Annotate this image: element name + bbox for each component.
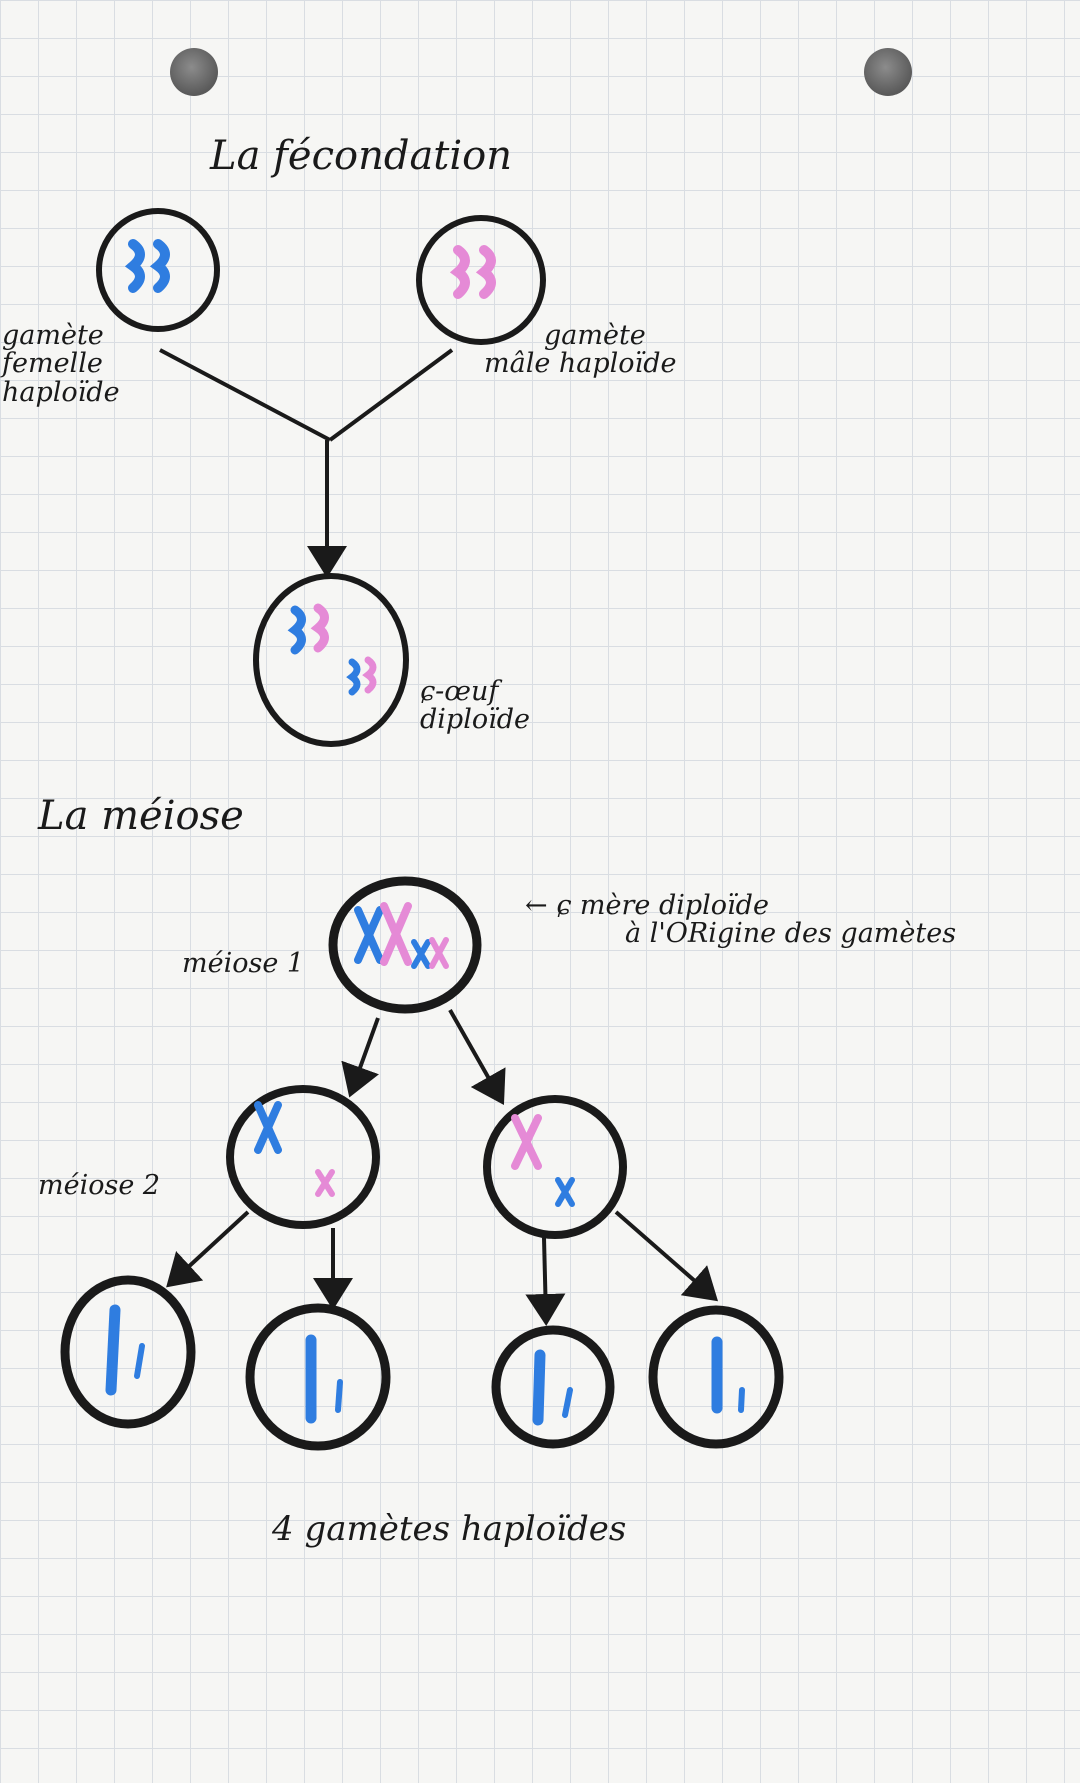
female-gamete-label: gamète femelle haploïde: [2, 320, 120, 408]
zygote-label: ɕ-œuf diploïde: [420, 676, 530, 736]
mother-cell-label: ← ɕ mère diploïde à l'ORigine des gamète…: [525, 890, 957, 950]
mother-label-line-1: ← ɕ mère diploïde: [525, 890, 769, 921]
meiose-title: La méiose: [38, 793, 244, 839]
chromosome-pink: [449, 245, 496, 299]
chromosome-blue: [124, 239, 170, 293]
gamete-1: [60, 1275, 196, 1429]
meiosis2-arrows: [166, 1210, 719, 1326]
result-label: 4 gamètes haploïdes: [272, 1509, 627, 1549]
male-gamete-label: gamète mâle haploïde: [484, 320, 677, 380]
male-label-line-2: mâle haploïde: [484, 348, 677, 380]
binder-hole-left: [170, 48, 218, 96]
fecondation-title: La fécondation: [210, 133, 513, 179]
fertilization-lines: [159, 348, 454, 578]
gamete-3: [491, 1325, 615, 1449]
zygote-label-line-1: ɕ-œuf: [420, 676, 499, 707]
female-label-line-1: gamète: [2, 320, 104, 351]
meiosis1-label: méiose 1: [182, 948, 305, 979]
meiosis1-arrows: [341, 1009, 506, 1105]
zygote-label-line-2: diploïde: [420, 704, 530, 736]
mother-cell: [328, 876, 482, 1014]
gamete-2: [245, 1303, 391, 1451]
binder-hole-right: [864, 48, 912, 96]
zygote-cell: [253, 573, 409, 747]
meiosis2-label: méiose 2: [38, 1170, 161, 1201]
female-gamete: [96, 208, 220, 332]
mother-label-line-2: à l'ORigine des gamètes: [625, 918, 957, 950]
daughter-cell-left: [226, 1085, 380, 1229]
male-label-line-1: gamète: [544, 320, 646, 351]
female-label-line-3: haploïde: [2, 376, 120, 408]
gamete-4: [648, 1305, 784, 1449]
male-gamete: [416, 215, 546, 345]
daughter-cell-right: [483, 1095, 627, 1239]
female-label-line-2: femelle: [2, 348, 103, 380]
